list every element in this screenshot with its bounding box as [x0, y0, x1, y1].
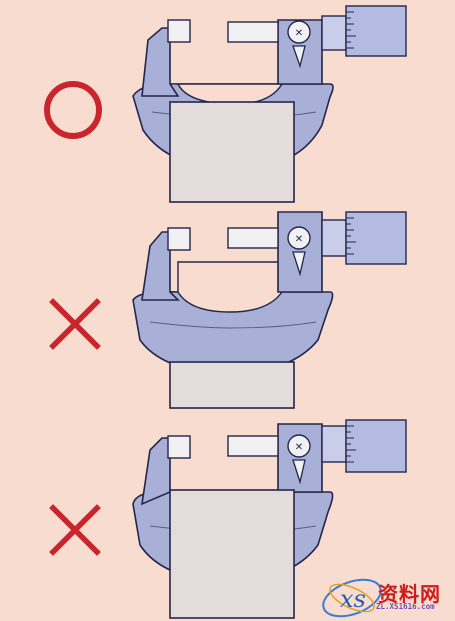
- sleeve: [321, 219, 347, 257]
- anvil: [167, 19, 191, 43]
- lock-lever: [292, 459, 306, 485]
- spindle: [227, 227, 279, 249]
- watermark-url: ZL.XS1616.com: [376, 602, 435, 611]
- lock-lever: [292, 45, 306, 69]
- thimble-scale: [346, 217, 356, 255]
- watermark-logo: xs: [322, 578, 382, 618]
- lock-lever: [292, 251, 306, 277]
- lock-screw-icon: ✕: [295, 28, 303, 39]
- sleeve: [321, 15, 347, 51]
- wrong-mark: [49, 298, 101, 350]
- lock-screw: [287, 20, 311, 44]
- watermark-logo-text: xs: [340, 585, 366, 613]
- wrong-mark: [49, 504, 101, 556]
- sleeve: [321, 425, 347, 463]
- watermark-title: 资料网: [378, 582, 441, 606]
- workpiece: [169, 101, 295, 203]
- panel-correct: ✕: [44, 5, 407, 203]
- thimble: [345, 211, 407, 265]
- panel-wrong-deep: ✕: [49, 211, 407, 409]
- correct-mark: [44, 81, 102, 139]
- thimble: [345, 5, 407, 57]
- panel-wrong-wide: ✕: [49, 419, 407, 619]
- workpiece: [169, 489, 295, 619]
- lock-screw: [287, 226, 311, 250]
- thimble: [345, 419, 407, 473]
- workpiece: [169, 361, 295, 409]
- anvil: [167, 227, 191, 251]
- thimble-scale: [346, 11, 356, 49]
- anvil: [167, 435, 191, 459]
- spindle: [227, 21, 279, 43]
- spindle: [227, 435, 279, 457]
- thimble-scale: [346, 425, 356, 463]
- lock-screw-icon: ✕: [295, 234, 303, 245]
- micrometer-frame: [132, 211, 334, 375]
- lock-screw-icon: ✕: [295, 442, 303, 453]
- lock-screw: [287, 434, 311, 458]
